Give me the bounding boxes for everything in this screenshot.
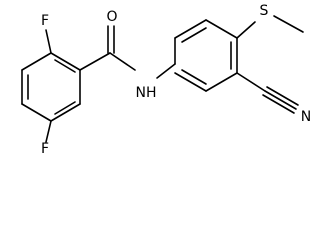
bond (174, 72, 207, 92)
bond-n-ring (156, 63, 176, 79)
bond (21, 52, 52, 71)
bond (50, 103, 81, 122)
bond-triple (266, 86, 299, 106)
bond-triple (262, 94, 295, 114)
difluorophenyl-ring (21, 52, 81, 122)
molecule-structure: O NH F F S N (21, 3, 311, 157)
atom-sulfur: S (260, 3, 269, 19)
bond (205, 72, 238, 92)
double-bond-inner (181, 69, 207, 85)
bond-triple (264, 90, 297, 110)
bond (50, 52, 81, 71)
bond-ring-cn (236, 72, 266, 92)
atom-nitrogen-nitrile: N (301, 109, 311, 125)
bond (174, 19, 207, 39)
bond-s-methyl (273, 15, 304, 33)
bond-carbonyl-n (109, 52, 136, 71)
double-bond-inner (54, 101, 76, 115)
double-bond-inner (54, 59, 76, 73)
bond-ring-s (236, 21, 256, 39)
bond-c-f-top (45, 29, 52, 54)
cyanophenyl-ring (174, 19, 238, 92)
atom-fluorine-top: F (41, 13, 49, 29)
double-bond-inner (181, 27, 207, 43)
atom-oxygen: O (106, 9, 117, 25)
bond (205, 19, 238, 39)
bond-c-f-bottom (45, 120, 52, 143)
atom-nh: NH (136, 85, 157, 101)
atom-fluorine-bottom: F (41, 141, 49, 157)
bond (21, 103, 52, 122)
bond-ring-carbonyl (79, 52, 111, 71)
